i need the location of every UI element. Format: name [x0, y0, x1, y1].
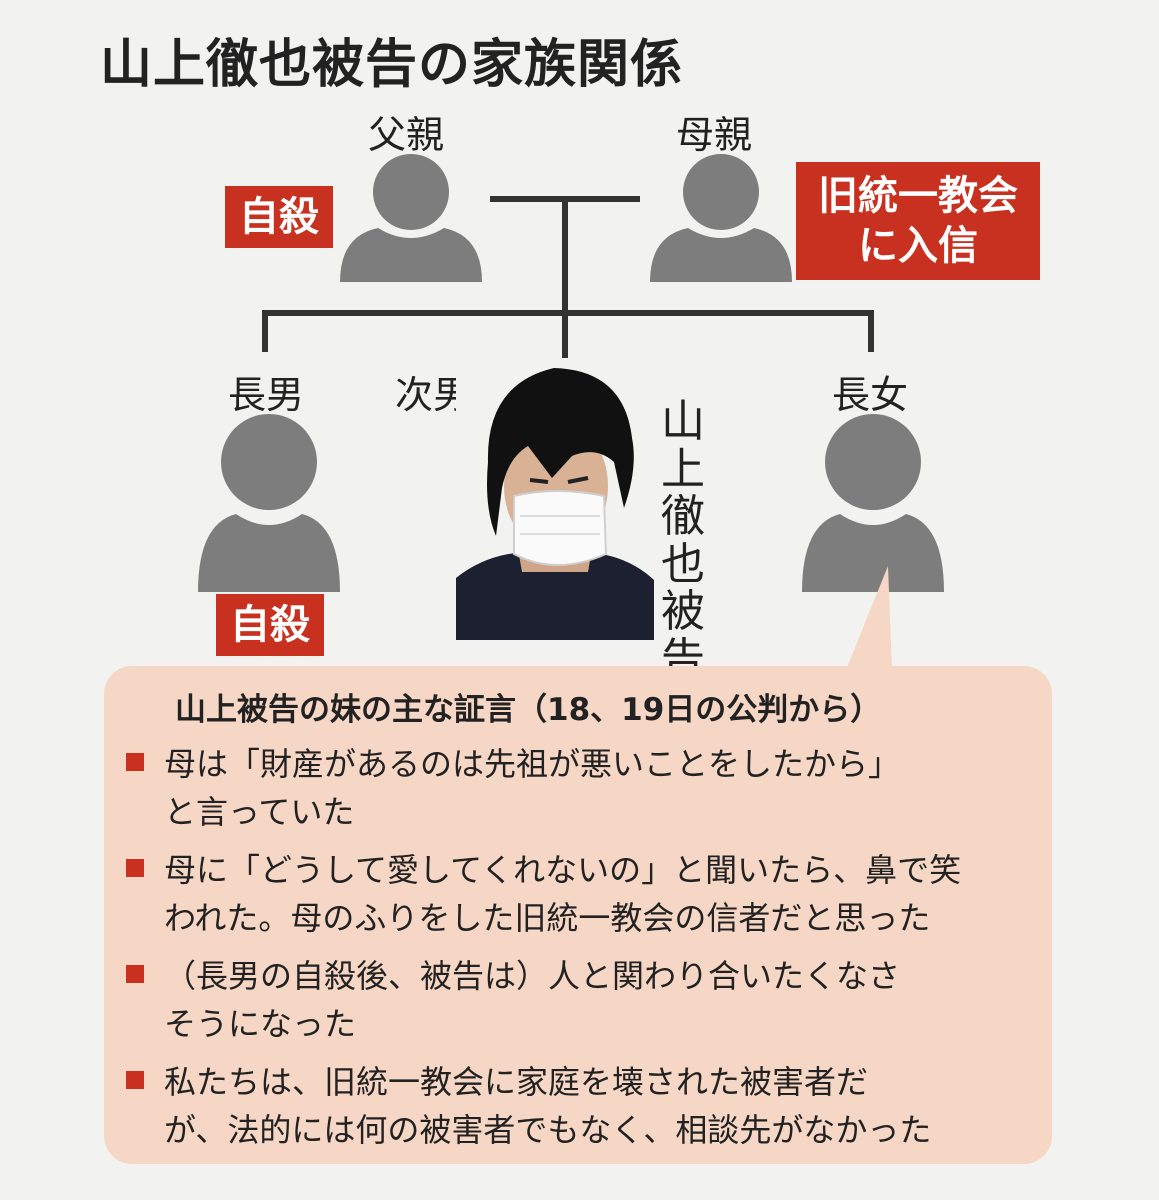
- defendant-name-char: 上: [661, 443, 705, 495]
- testimony-item-line2: と言っていた: [164, 793, 355, 831]
- defendant-name-char: 徹: [661, 491, 705, 543]
- testimony-item: 母に「どうして愛してくれないの」と聞いたら、鼻で笑 われた。母のふりをした旧統一…: [126, 846, 1036, 942]
- testimony-heading: 山上被告の妹の主な証言（18、19日の公判から）: [175, 692, 882, 728]
- speech-pointer: [846, 566, 892, 670]
- second-son-drop: [562, 310, 568, 358]
- bullet-square-icon: [126, 753, 144, 771]
- mother-note: 旧統一教会 に入信: [796, 162, 1040, 280]
- bullet-square-icon: [126, 1071, 144, 1089]
- testimony-panel: [104, 666, 1052, 1164]
- defendant-photo: [456, 358, 654, 640]
- parents-stem: [562, 196, 568, 316]
- mother-note-line2: に入信: [858, 223, 978, 269]
- eldest-daughter-silhouette-icon: [802, 414, 944, 592]
- testimony-item-line2: そうになった: [164, 1005, 357, 1043]
- testimony-item-line1: 母に「どうして愛してくれないの」と聞いたら、鼻で笑: [164, 851, 962, 889]
- testimony-item: （長男の自殺後、被告は）人と関わり合いたくなさ そうになった: [126, 952, 1036, 1048]
- testimony-item-line1: 私たちは、旧統一教会に家庭を壊された被害者だ: [164, 1063, 869, 1101]
- testimony-item-line1: 母は「財産があるのは先祖が悪いことをしたから」: [164, 745, 901, 783]
- defendant-name-char: 山: [661, 396, 705, 447]
- mother-note-line1: 旧統一教会: [818, 173, 1018, 219]
- diagram-title: 山上徹也被告の家族関係: [100, 35, 684, 95]
- testimony-item: 母は「財産があるのは先祖が悪いことをしたから」 と言っていた: [126, 740, 1036, 836]
- bullet-square-icon: [126, 965, 144, 983]
- testimony-item-line2: が、法的には何の被害者でもなく、相談先がなかった: [164, 1111, 932, 1149]
- eldest-daughter-label: 長女: [832, 373, 909, 417]
- testimony-item: 私たちは、旧統一教会に家庭を壊された被害者だ が、法的には何の被害者でもなく、相…: [126, 1058, 1036, 1154]
- mother-silhouette-icon: [650, 154, 792, 282]
- father-label: 父親: [368, 113, 445, 157]
- eldest-son-note: 自殺: [216, 594, 324, 656]
- mother-label: 母親: [676, 113, 753, 157]
- children-bar: [262, 310, 874, 316]
- testimony-item-line1: （長男の自殺後、被告は）人と関わり合いたくなさ: [164, 957, 901, 995]
- defendant-name-char: 被: [661, 586, 705, 638]
- defendant-name-char: 也: [661, 538, 705, 590]
- eldest-daughter-drop: [868, 310, 874, 352]
- defendant-name: 山 上 徹 也 被 告: [658, 398, 708, 683]
- testimony-item-line2: われた。母のふりをした旧統一教会の信者だと思った: [164, 899, 931, 937]
- eldest-son-drop: [262, 310, 268, 352]
- eldest-son-label: 長男: [228, 373, 305, 417]
- bullet-square-icon: [126, 859, 144, 877]
- father-silhouette-icon: [340, 154, 482, 282]
- father-note: 自殺: [225, 186, 333, 248]
- eldest-son-silhouette-icon: [198, 414, 340, 592]
